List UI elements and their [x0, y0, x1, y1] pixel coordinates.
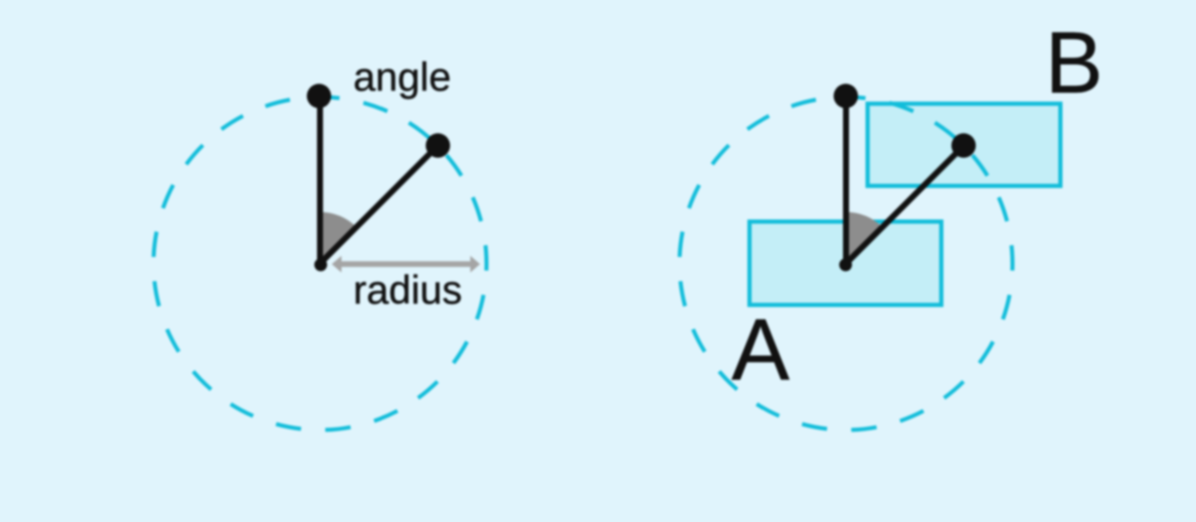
svg-text:A: A: [732, 302, 790, 399]
svg-text:B: B: [1045, 15, 1103, 112]
svg-text:radius: radius: [353, 269, 462, 313]
svg-text:angle: angle: [353, 55, 451, 99]
